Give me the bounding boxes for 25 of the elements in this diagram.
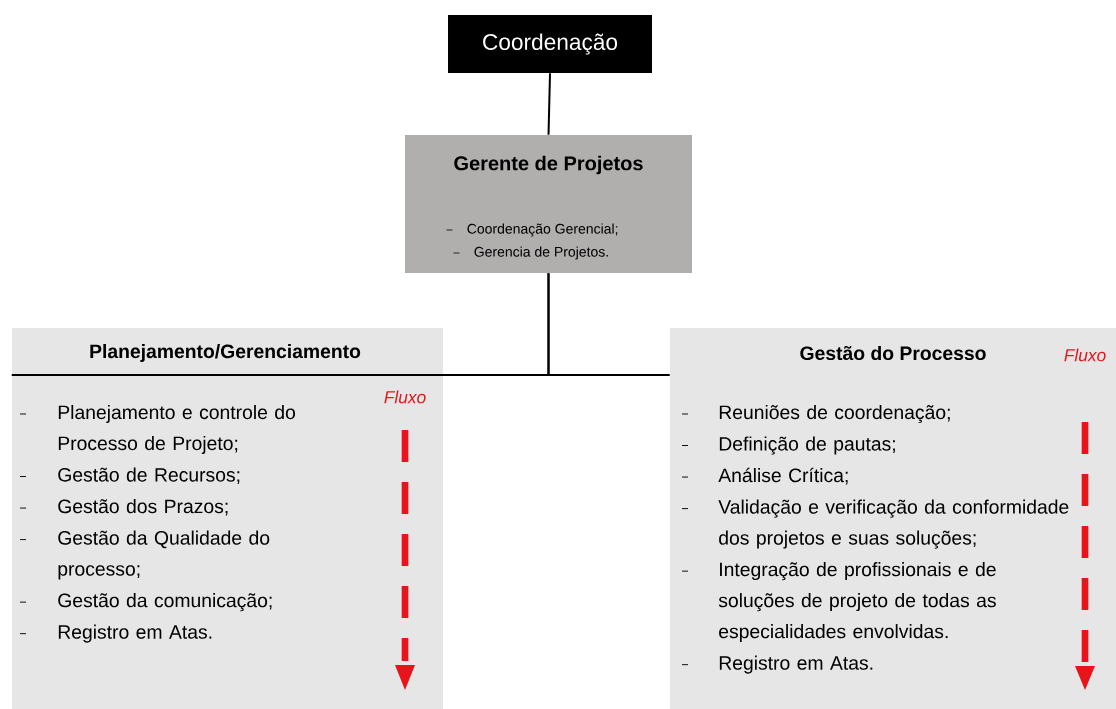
- manager-box: [405, 135, 692, 273]
- list-item: Registro em Atas.: [19, 624, 212, 643]
- list-item: Gestão da Qualidade do processo;: [19, 530, 270, 580]
- list-item: Gestão de Recursos;: [19, 467, 240, 484]
- list-item: Planejamento e controle do Processo de Projeto;: [19, 404, 295, 454]
- connector-line: [547, 72, 551, 136]
- panel-box: [12, 328, 443, 709]
- list-item: Registro em Atas.: [681, 655, 873, 674]
- list-item: Coordenação Gerencial;: [446, 223, 618, 237]
- box-heading: Gerente de Projetos: [454, 155, 643, 175]
- list-item: Definição de pautas;: [681, 436, 895, 455]
- list-item: Gestão da comunicação;: [19, 593, 272, 612]
- flow-label: Fluxo: [1064, 348, 1106, 362]
- list-item: Reuniões de coordenação;: [681, 404, 950, 424]
- list-item: Gerencia de Projetos.: [453, 246, 608, 260]
- panel-box: [670, 328, 1116, 709]
- list-item: Gestão dos Prazos;: [19, 499, 228, 516]
- list-item: Análise Crítica;: [681, 467, 848, 485]
- flow-label: Fluxo: [384, 390, 426, 404]
- list-item: Validação e verificação da conformidade dos projetos e suas soluções;: [681, 499, 1069, 549]
- panel-heading: Gestão do Processo: [800, 345, 986, 361]
- panel-heading: Planejamento/Gerenciamento: [90, 344, 361, 362]
- connector-line: [547, 272, 671, 376]
- title-box: Coordenação: [448, 15, 652, 73]
- list-item: Integração de profissionais e de soluções de projeto de todas as especialidades envolvidas.: [681, 562, 996, 643]
